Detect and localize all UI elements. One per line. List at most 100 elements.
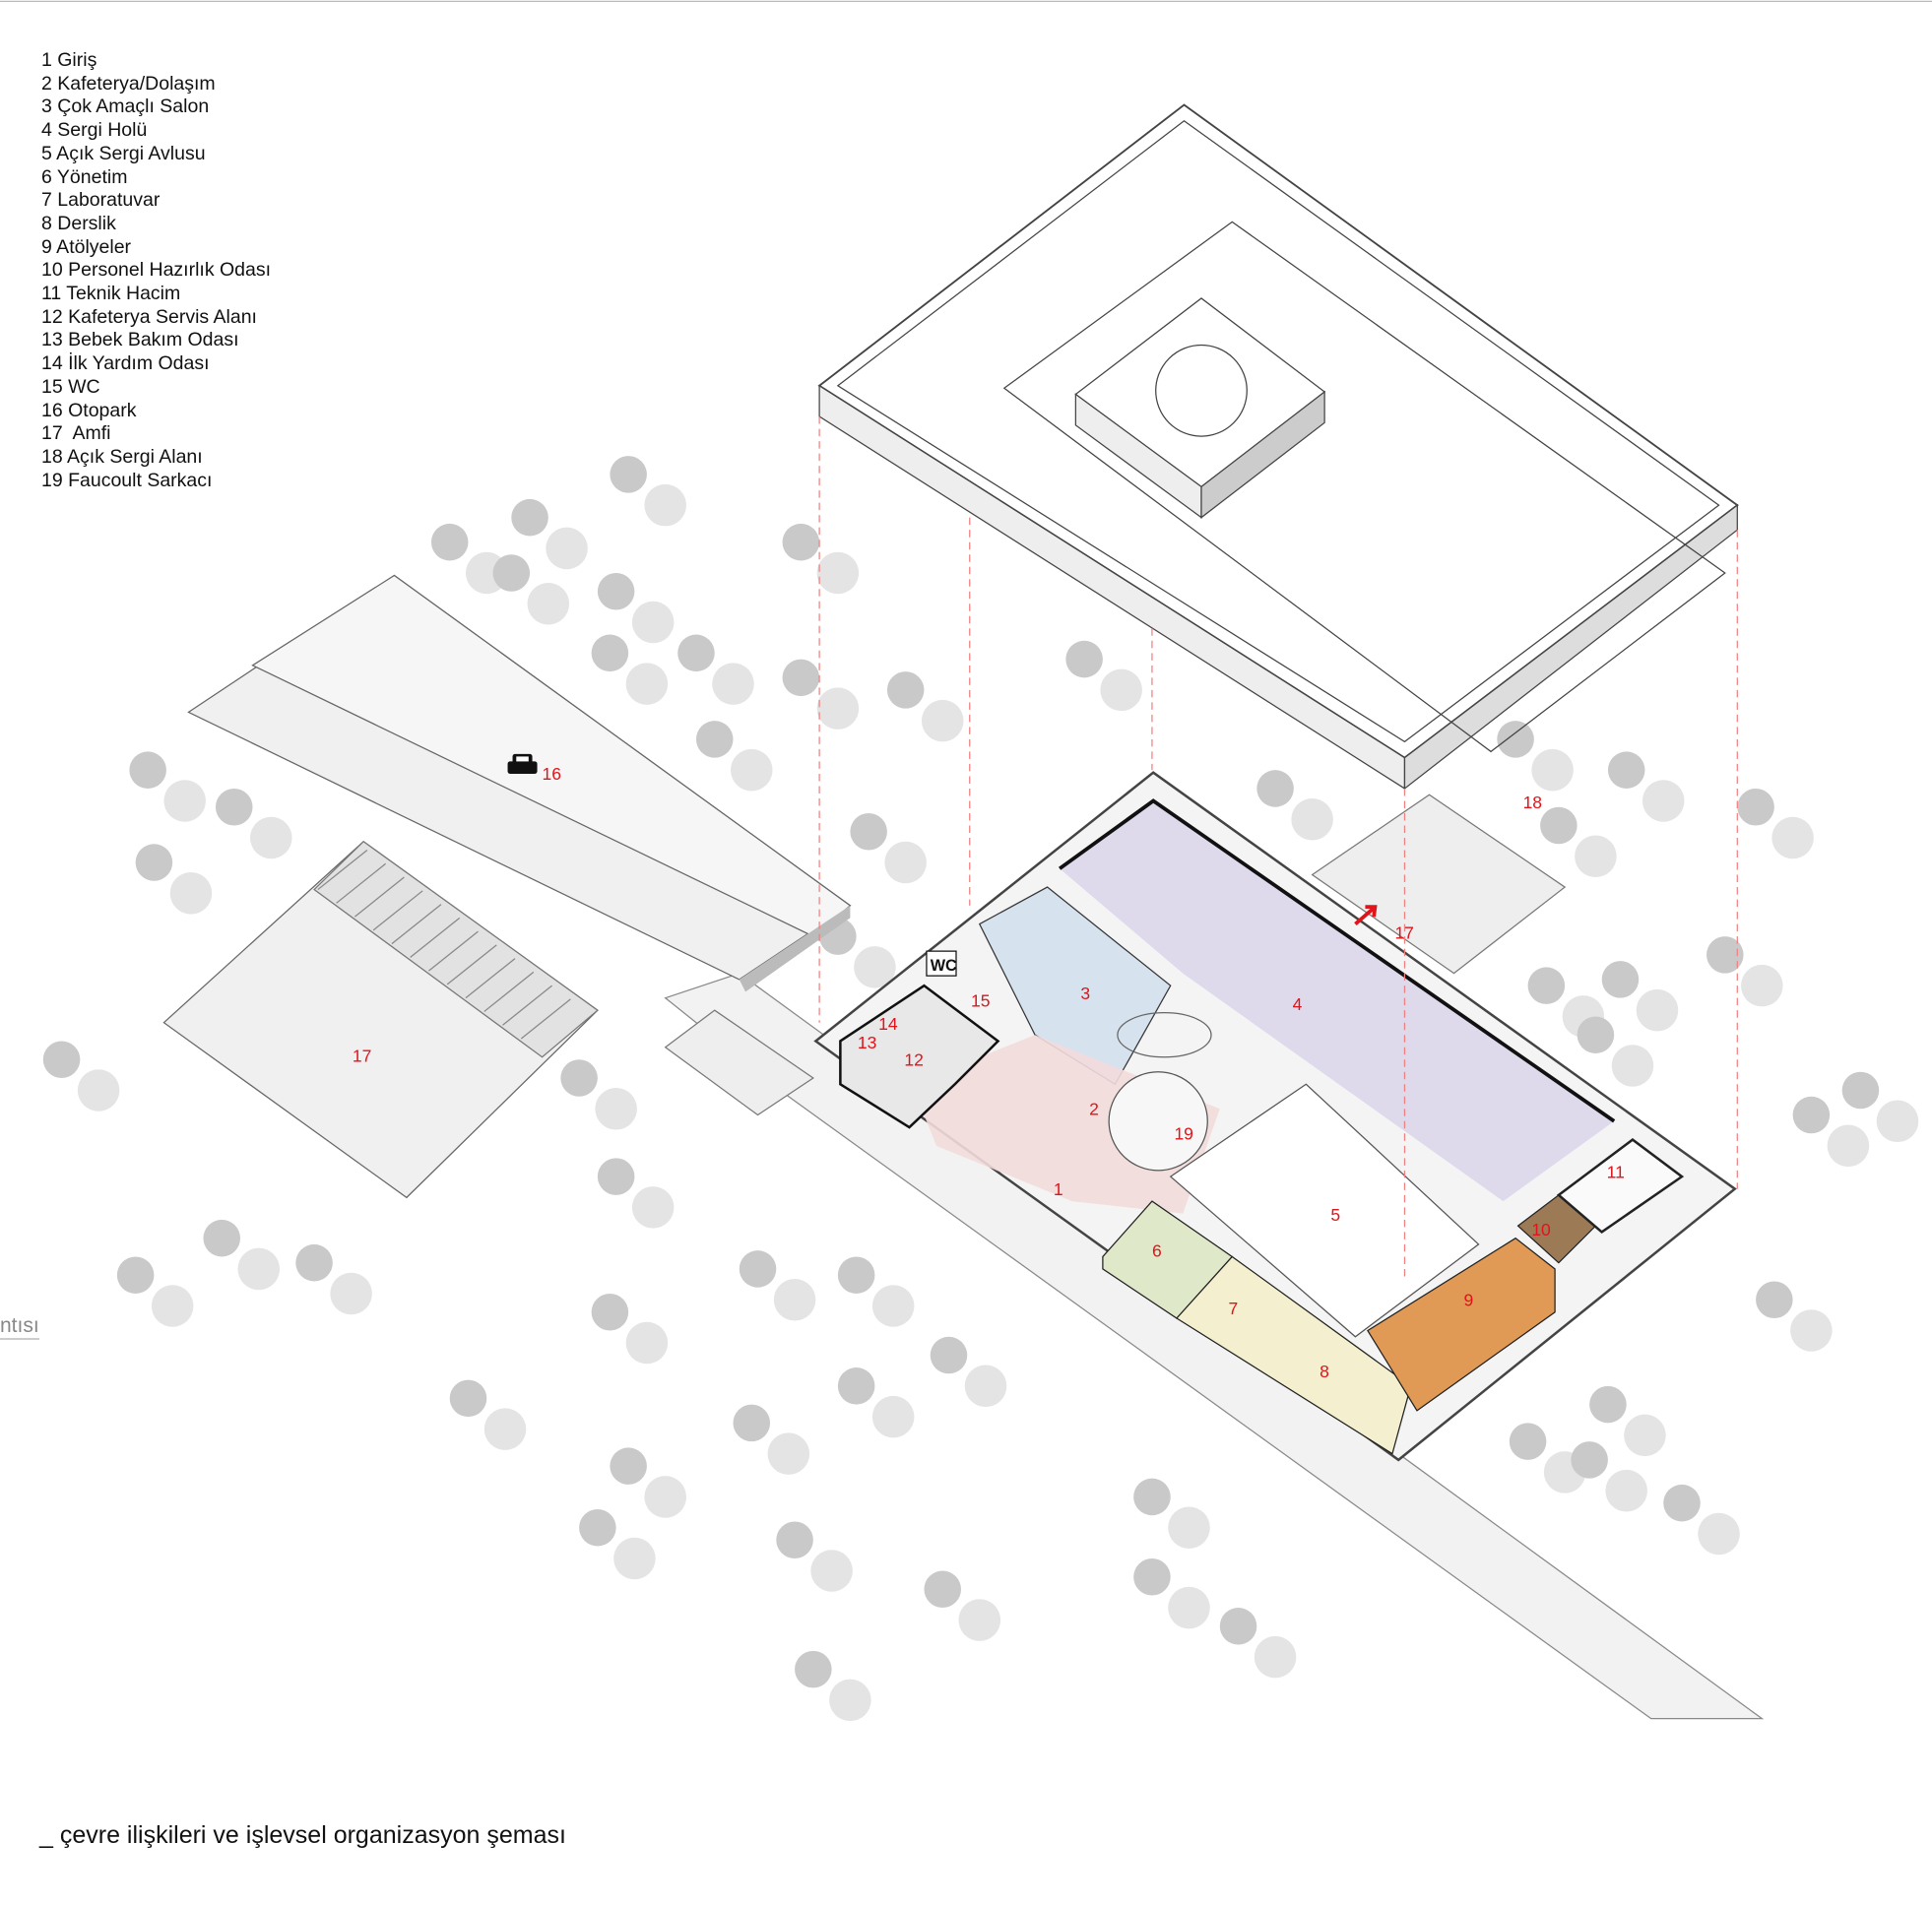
tree-shadow: [644, 1476, 686, 1518]
tree-icon: [597, 1158, 635, 1195]
tree-shadow: [1642, 780, 1685, 822]
tree-shadow: [631, 1186, 675, 1229]
legend-item: 16 Otopark: [41, 399, 137, 421]
tree-icon: [837, 1256, 875, 1294]
legend-item: 8 Derslik: [41, 212, 116, 234]
tree-icon: [579, 1508, 616, 1547]
tree-shadow: [250, 816, 292, 859]
tree-icon: [782, 659, 820, 697]
tree-icon: [1663, 1484, 1701, 1522]
label-12: 12: [904, 1049, 923, 1069]
label-2: 2: [1089, 1100, 1099, 1119]
parking-lot: [187, 574, 852, 992]
tree-shadow: [546, 527, 588, 570]
label-17-left: 17: [353, 1047, 371, 1066]
legend-item: 6 Yönetim: [41, 165, 128, 188]
tree-shadow: [1575, 835, 1617, 878]
tree-shadow: [1291, 797, 1333, 841]
tree-shadow: [1168, 1586, 1210, 1629]
tree-icon: [215, 788, 253, 826]
foucault-pendulum: [1108, 1071, 1208, 1172]
label-8: 8: [1320, 1362, 1329, 1381]
tree-shadow: [884, 841, 927, 884]
tree-shadow: [644, 483, 686, 527]
tree-icon: [591, 1293, 629, 1331]
tree-shadow: [731, 748, 773, 792]
tree-icon: [203, 1219, 240, 1257]
tree-icon: [1133, 1558, 1171, 1596]
multi-purpose-salon-zone: [978, 886, 1172, 1086]
tree-icon: [886, 671, 925, 709]
tree-icon: [1133, 1478, 1171, 1516]
tree-shadow: [1698, 1512, 1740, 1556]
tree-shadow: [1827, 1124, 1870, 1168]
label-1: 1: [1054, 1179, 1063, 1199]
tree-shadow: [1741, 964, 1783, 1007]
tree-icon: [1065, 640, 1103, 678]
roof-exploded: [817, 103, 1739, 791]
tree-icon: [677, 634, 715, 672]
tree-shadow: [712, 663, 754, 705]
cropped-side-text: ntısı: [0, 1314, 39, 1340]
label-7: 7: [1229, 1299, 1239, 1318]
tree-icon: [1497, 721, 1534, 758]
legend-item: 15 WC: [41, 375, 100, 398]
courtyard-zone: [1169, 1083, 1480, 1338]
label-19: 19: [1174, 1124, 1192, 1144]
label-9: 9: [1464, 1290, 1474, 1309]
tree-icon: [1756, 1281, 1793, 1319]
legend-item: 18 Açık Sergi Alanı: [41, 445, 203, 468]
tree-shadow: [625, 1321, 669, 1365]
legend-item: 4 Sergi Holü: [41, 119, 148, 142]
tree-icon: [430, 523, 469, 561]
tree-icon: [739, 1250, 777, 1288]
legend-item: 17 Amfi: [41, 422, 111, 445]
tree-icon: [1577, 1016, 1615, 1053]
service-rooms: [839, 984, 1000, 1129]
tree-shadow: [921, 699, 964, 742]
amphitheatre-left: [162, 840, 599, 1199]
tree-shadow: [810, 1550, 853, 1592]
tree-shadow: [613, 1537, 656, 1580]
amphitheatre-right: [1311, 794, 1567, 975]
legend-item: 5 Açık Sergi Avlusu: [41, 142, 206, 164]
label-16: 16: [543, 764, 561, 784]
tree-shadow: [1100, 668, 1142, 712]
tree-shadow: [854, 946, 896, 988]
label-3: 3: [1080, 984, 1090, 1003]
entrance-stairs: [664, 1009, 814, 1116]
wc-sign: WC: [931, 957, 957, 975]
step-line: [520, 998, 571, 1040]
step-line: [465, 958, 516, 999]
tree-icon: [1841, 1071, 1880, 1110]
tree-shadow: [1624, 1414, 1666, 1457]
tree-icon: [776, 1521, 813, 1559]
step-line: [428, 930, 479, 972]
legend-item: 14 İlk Yardım Odası: [41, 352, 210, 375]
legend-item: 10 Personel Hazırlık Odası: [41, 259, 272, 282]
label-6: 6: [1152, 1240, 1162, 1260]
tree-icon: [129, 751, 166, 789]
tree-icon: [560, 1059, 598, 1097]
tree-shadow: [237, 1247, 281, 1291]
tree-icon: [837, 1367, 875, 1405]
tree-shadow: [631, 601, 675, 644]
tree-icon: [610, 456, 647, 493]
legend-item: 2 Kafeterya/Dolaşım: [41, 72, 216, 95]
tree-icon: [850, 812, 887, 851]
label-10: 10: [1531, 1220, 1551, 1239]
tree-shadow: [1254, 1635, 1297, 1679]
projection-guides: [818, 416, 1738, 1282]
tree-icon: [42, 1041, 81, 1079]
tree-shadow: [1771, 816, 1814, 859]
legend-item: 11 Teknik Hacim: [41, 283, 181, 305]
tree-icon: [1219, 1608, 1257, 1645]
tree-shadow: [773, 1278, 816, 1321]
tree-shadow: [169, 872, 213, 915]
tree-icon: [782, 523, 820, 561]
label-4: 4: [1293, 994, 1303, 1014]
tree-icon: [1737, 788, 1774, 826]
tree-shadow: [330, 1272, 372, 1315]
tree-shadow: [1636, 988, 1679, 1032]
